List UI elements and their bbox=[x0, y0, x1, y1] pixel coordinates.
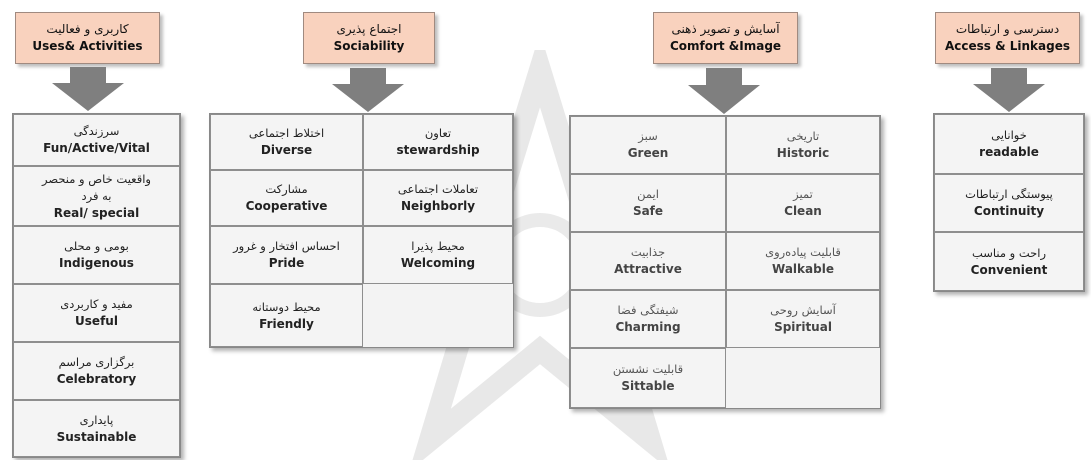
cell-en: stewardship bbox=[396, 143, 480, 157]
cell-fa: ایمن bbox=[637, 187, 659, 201]
cell-fa: شیفتگی فضا bbox=[617, 303, 679, 317]
cell-en: Green bbox=[627, 146, 669, 160]
cell-fa: واقعیت خاص و منحصر به فرد bbox=[42, 171, 151, 203]
cell-en: Cooperative bbox=[245, 199, 328, 213]
cell-en: Historic bbox=[776, 146, 830, 160]
cell-pride: احساس افتخار و غرور Pride bbox=[210, 226, 363, 284]
header-en: Sociability bbox=[333, 39, 405, 53]
cell-en: Useful bbox=[75, 314, 118, 328]
cell-fa: اختلاط اجتماعی bbox=[248, 126, 325, 140]
header-fa: کاربری و فعالیت bbox=[46, 22, 129, 36]
cell-stewardship: تعاون stewardship bbox=[363, 114, 513, 170]
cell-attractive: جذابیت Attractive bbox=[570, 232, 726, 290]
cell-fa: محیط پذیرا bbox=[411, 239, 465, 253]
cell-fa: تعاملات اجتماعی bbox=[397, 182, 479, 196]
header-comfort-image: آسایش و تصویر ذهنی Comfort &Image bbox=[653, 12, 798, 64]
cell-en: Continuity bbox=[973, 204, 1045, 218]
cell-neighborly: تعاملات اجتماعی Neighborly bbox=[363, 170, 513, 226]
cell-en: Neighborly bbox=[400, 199, 476, 213]
cell-en: Celebratory bbox=[56, 372, 137, 386]
cell-en: Indigenous bbox=[59, 256, 134, 270]
header-fa: دسترسی و ارتباطات bbox=[955, 22, 1060, 36]
cell-fa: برگزاری مراسم bbox=[58, 355, 135, 369]
cell-useful: مفید و کاربردی Useful bbox=[13, 284, 180, 342]
cell-fa: جذابیت bbox=[630, 245, 666, 259]
cell-en: Charming bbox=[615, 320, 681, 334]
cell-fa: احساس افتخار و غرور bbox=[233, 239, 340, 253]
cell-fa: تعاون bbox=[424, 126, 452, 140]
arrow-down-icon bbox=[332, 68, 404, 112]
header-uses-activities: کاربری و فعالیت Uses& Activities bbox=[15, 12, 160, 64]
cell-readable: خوانایی readable bbox=[934, 114, 1084, 174]
cell-historic: تاریخی Historic bbox=[726, 116, 880, 174]
cell-en: Attractive bbox=[614, 262, 682, 276]
cell-cooperative: مشارکت Cooperative bbox=[210, 170, 363, 226]
cell-en: Sustainable bbox=[56, 429, 137, 444]
cell-fun-active-vital: سرزندگی Fun/Active/Vital bbox=[13, 114, 180, 166]
cell-fa: پایداری bbox=[79, 412, 114, 427]
cell-fa: قابلیت نشستن bbox=[612, 362, 684, 376]
cell-diverse: اختلاط اجتماعی Diverse bbox=[210, 114, 363, 170]
cell-en: Walkable bbox=[772, 262, 834, 276]
cell-en: Diverse bbox=[260, 143, 313, 157]
cell-en: readable bbox=[979, 145, 1039, 159]
column-uses-activities: سرزندگی Fun/Active/Vital واقعیت خاص و من… bbox=[12, 113, 181, 458]
column-access-linkages: خوانایی readable پیوستگی ارتباطات Contin… bbox=[933, 113, 1085, 292]
cell-fa: تاریخی bbox=[786, 129, 820, 143]
cell-fa: سرزندگی bbox=[73, 124, 120, 138]
cell-en: Convenient bbox=[970, 262, 1048, 277]
cell-fa: خوانایی bbox=[991, 128, 1027, 142]
cell-en: Sittable bbox=[621, 379, 675, 393]
column-comfort-image: سبز Green تاریخی Historic ایمن Safe تمیز… bbox=[569, 115, 881, 409]
cell-en: Clean bbox=[784, 204, 822, 218]
cell-fa: راحت و مناسب bbox=[971, 245, 1047, 260]
cell-continuity: پیوستگی ارتباطات Continuity bbox=[934, 174, 1084, 232]
cell-fa: مشارکت bbox=[265, 182, 308, 196]
cell-en: Friendly bbox=[259, 316, 314, 331]
header-access-linkages: دسترسی و ارتباطات Access & Linkages bbox=[935, 12, 1080, 64]
cell-en: Pride bbox=[268, 256, 305, 270]
header-fa: آسایش و تصویر ذهنی bbox=[671, 22, 780, 36]
cell-walkable: قابلیت پیاده‌روی Walkable bbox=[726, 232, 880, 290]
cell-fa: مفید و کاربردی bbox=[60, 297, 133, 311]
cell-safe: ایمن Safe bbox=[570, 174, 726, 232]
cell-fa: قابلیت پیاده‌روی bbox=[765, 245, 841, 259]
header-en: Access & Linkages bbox=[944, 39, 1070, 53]
cell-en: Fun/Active/Vital bbox=[43, 141, 150, 155]
header-en: Comfort &Image bbox=[669, 39, 782, 53]
cell-en: Safe bbox=[632, 204, 664, 218]
arrow-down-icon bbox=[688, 68, 760, 114]
cell-fa: آسایش روحی bbox=[770, 303, 836, 317]
cell-spiritual: آسایش روحی Spiritual bbox=[726, 290, 880, 348]
cell-celebratory: برگزاری مراسم Celebratory bbox=[13, 342, 180, 400]
cell-fa: بومی و محلی bbox=[64, 239, 129, 253]
cell-fa: سبز bbox=[638, 129, 658, 143]
arrow-down-icon bbox=[52, 67, 124, 111]
header-sociability: اجتماع پذیری Sociability bbox=[303, 12, 435, 64]
cell-en: Spiritual bbox=[774, 320, 832, 334]
cell-en: Welcoming bbox=[400, 256, 476, 270]
cell-en: Real/ special bbox=[53, 205, 140, 220]
cell-fa: تمیز bbox=[793, 187, 813, 201]
arrow-down-icon bbox=[973, 68, 1045, 112]
cell-green: سبز Green bbox=[570, 116, 726, 174]
cell-sittable: قابلیت نشستن Sittable bbox=[570, 348, 726, 408]
cell-welcoming: محیط پذیرا Welcoming bbox=[363, 226, 513, 284]
cell-charming: شیفتگی فضا Charming bbox=[570, 290, 726, 348]
cell-indigenous: بومی و محلی Indigenous bbox=[13, 226, 180, 284]
cell-fa: پیوستگی ارتباطات bbox=[965, 187, 1053, 201]
column-sociability: اختلاط اجتماعی Diverse تعاون stewardship… bbox=[209, 113, 514, 348]
header-en: Uses& Activities bbox=[32, 39, 143, 53]
cell-sustainable: پایداری Sustainable bbox=[13, 400, 180, 457]
cell-fa: محیط دوستانه bbox=[252, 299, 321, 314]
cell-friendly: محیط دوستانه Friendly bbox=[210, 284, 363, 347]
cell-clean: تمیز Clean bbox=[726, 174, 880, 232]
header-fa: اجتماع پذیری bbox=[336, 22, 402, 36]
cell-convenient: راحت و مناسب Convenient bbox=[934, 232, 1084, 291]
cell-real-special: واقعیت خاص و منحصر به فرد Real/ special bbox=[13, 166, 180, 226]
